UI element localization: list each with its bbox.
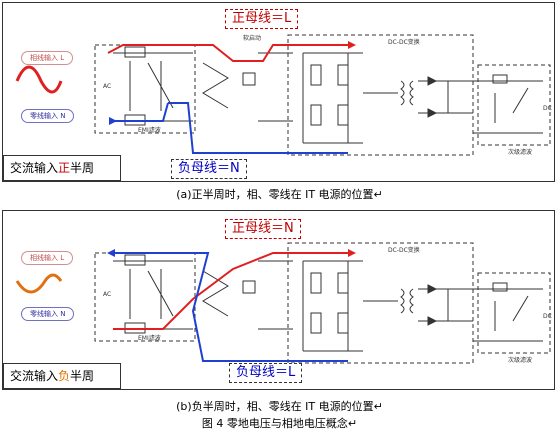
output-filter-box: [477, 64, 551, 146]
schematic-a: [15, 34, 551, 156]
output-filter-label-b: 次级滤波: [508, 357, 533, 364]
positive-current-path: [107, 44, 348, 62]
ac-label: AC: [103, 83, 112, 90]
ac-half-cycle-box: 交流输入正半周: [3, 155, 121, 181]
line-input-pill-b: 相线输入 L: [21, 251, 74, 265]
dcdc-label: DC-DC变换: [388, 39, 420, 46]
output-filter-label: 次级滤波: [508, 149, 533, 156]
emi-label: EMI滤波: [138, 127, 161, 134]
negative-half-wave: [15, 273, 63, 294]
positive-current-path-b: [113, 252, 348, 330]
ac-label-b: AC: [103, 291, 112, 298]
negative-current-path: [168, 102, 348, 154]
neutral-input-pill-b: 零线输入 N: [21, 307, 75, 321]
dcdc-box: [287, 34, 474, 156]
negative-bus-label-b: 负母线＝L: [229, 363, 303, 383]
ac-half-cycle-box-b: 交流输入负半周: [3, 363, 121, 389]
dc-label-b: DC: [543, 313, 552, 320]
positive-half-wave: [15, 65, 63, 94]
line-input-pill: 相线输入 L: [21, 51, 74, 65]
positive-bus-label-b: 正母线＝N: [225, 219, 301, 239]
dc-label: DC: [543, 105, 552, 112]
figure-caption: 图 4 零地电压与相地电压概念↵: [201, 417, 358, 430]
negative-bus-label: 负母线＝N: [171, 159, 247, 179]
caption-b: (b)负半周时，相、零线在 IT 电源的位置↵: [176, 400, 383, 413]
emi-label-b: EMI滤波: [138, 335, 161, 342]
dcdc-label-b: DC-DC变换: [388, 247, 420, 254]
schematic-b: [15, 242, 551, 364]
panel-positive-half-cycle: 相线输入 L 零线输入 N 正母线＝L 负母线＝N AC EMI滤波 DC-DC…: [2, 2, 555, 182]
softstart-label: 软启动: [243, 35, 262, 42]
positive-path-arrow: [348, 41, 356, 49]
panel-negative-half-cycle: 相线输入 L 零线输入 N 正母线＝N 负母线＝L AC EMI滤波 DC-DC…: [2, 210, 555, 390]
positive-bus-label: 正母线＝L: [225, 9, 299, 29]
neutral-input-pill: 零线输入 N: [21, 109, 75, 123]
caption-a: (a)正半周时，相、零线在 IT 电源的位置↵: [176, 188, 383, 201]
negative-current-path-b: [113, 252, 348, 362]
